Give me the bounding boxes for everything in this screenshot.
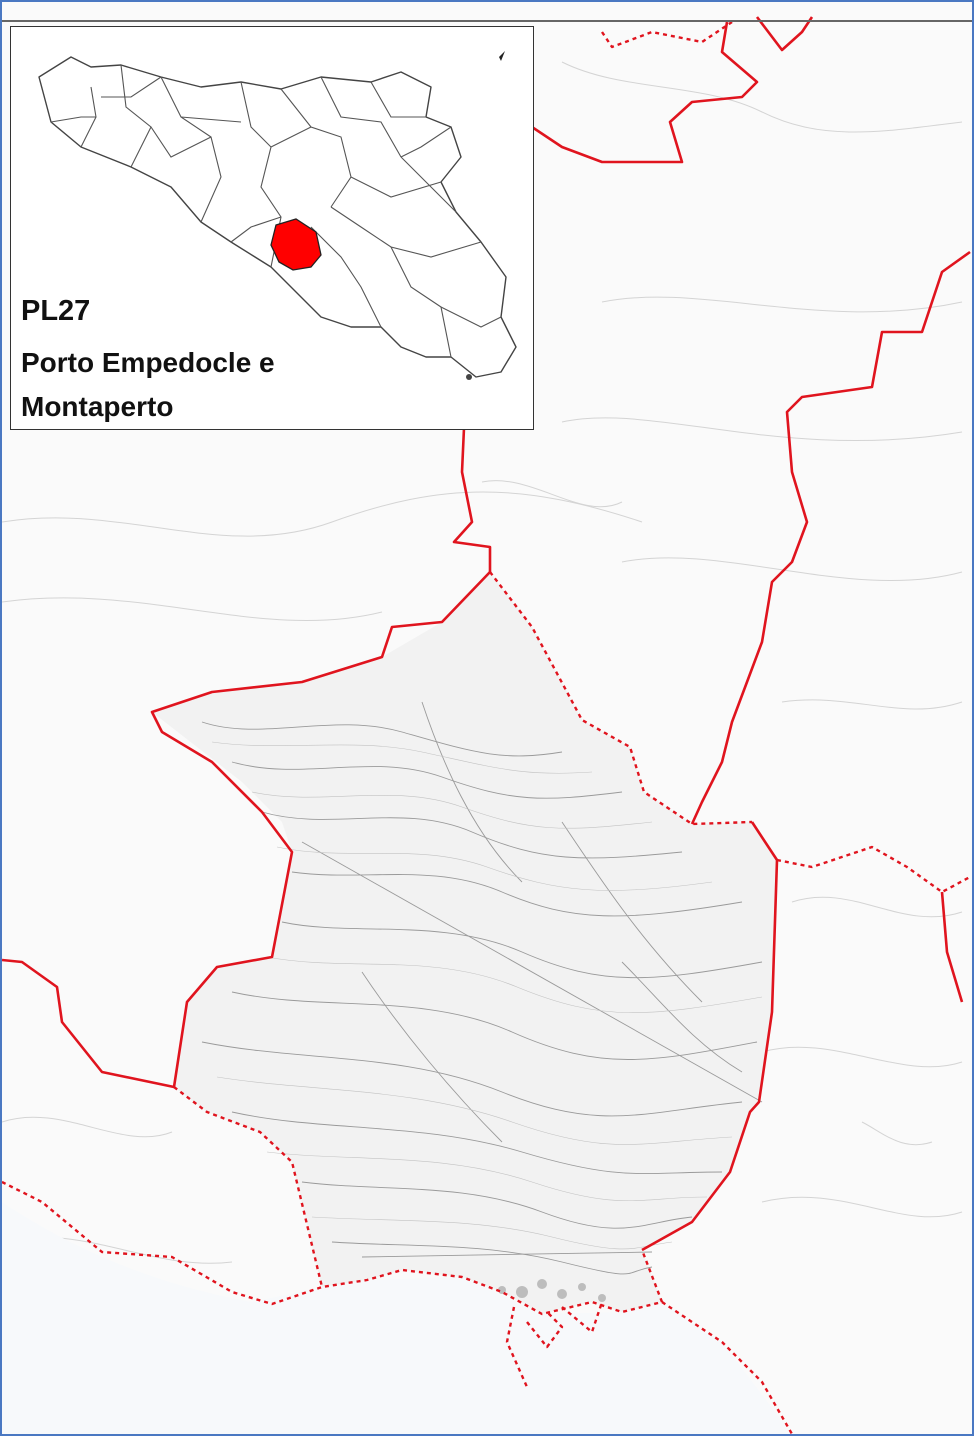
territory-area: [152, 572, 777, 1314]
territory-name: Porto Empedocle e Montaperto: [21, 347, 275, 422]
solid-boundaries: [2, 16, 971, 1252]
dashed-boundaries: [2, 21, 971, 1434]
district-lines: [50, 64, 502, 358]
town-cluster: [498, 1279, 606, 1302]
territory-detail: [211, 741, 763, 1250]
sea-area: [2, 1202, 792, 1434]
top-rule: [2, 20, 972, 22]
island-mark: [499, 51, 505, 61]
sicily-locator-map: [38, 51, 517, 380]
territory-contours: [201, 701, 763, 1275]
inset-map: PL27 Porto Empedocle e Montaperto: [10, 26, 534, 430]
island-dot: [466, 374, 472, 380]
province-outlines: [38, 56, 517, 378]
territory-code: PL27: [21, 295, 91, 327]
highlighted-district: [270, 218, 322, 271]
